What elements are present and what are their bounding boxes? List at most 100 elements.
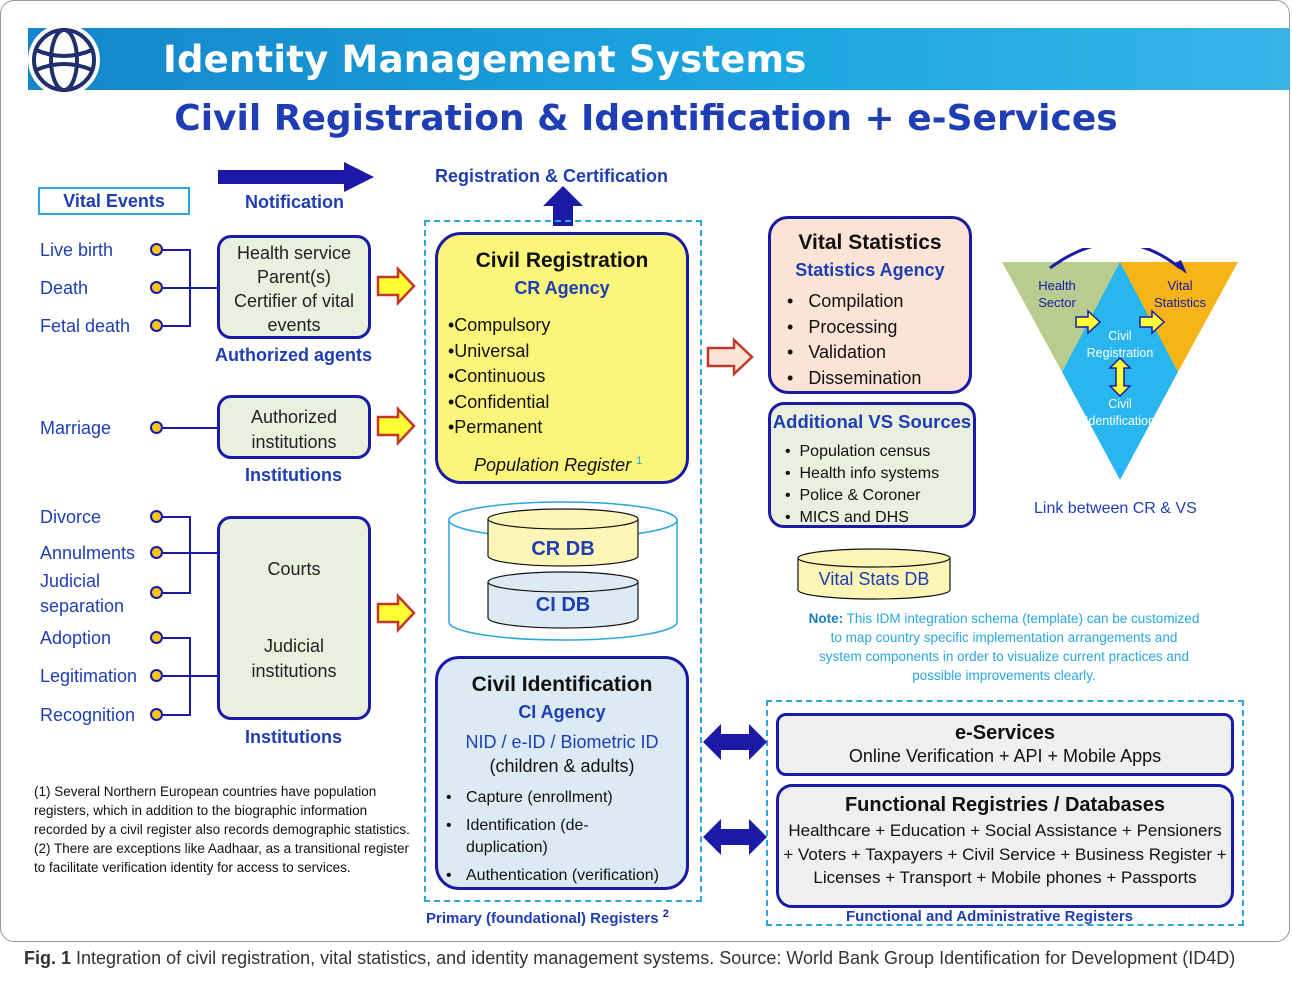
event-recognition: Recognition xyxy=(40,705,136,725)
avs-item: • MICS and DHS xyxy=(785,509,909,526)
civil-identification-box: Civil Identification CI Agency NID / e-I… xyxy=(435,656,689,890)
courts-box: Courts Judicial institutions xyxy=(217,516,371,720)
population-register-label: Population Register 1 xyxy=(474,455,642,476)
yellow-arrow-icon xyxy=(376,406,416,446)
connector-dot xyxy=(150,319,163,332)
institutions-line: institutions xyxy=(251,432,337,452)
avs-item-text: Health info systems xyxy=(799,465,940,482)
event-death: Death xyxy=(40,278,89,298)
footnotes: (1) Several Northern European countries … xyxy=(34,782,414,877)
vs-process-text: Validation xyxy=(808,342,887,362)
bidirectional-arrow-icon xyxy=(703,724,767,760)
page-title: Identity Management Systems xyxy=(163,38,807,81)
triangle-civil-identification: Civil Identification xyxy=(1084,397,1156,428)
additional-vs-sources-box: Additional VS Sources • Population censu… xyxy=(768,402,976,528)
agent-certifier: Certifier of vital events xyxy=(233,291,355,335)
cr-attributes-list: •Compulsory •Universal •Continuous •Conf… xyxy=(448,313,550,441)
vital-stats-db-label: Vital Stats DB xyxy=(818,569,930,589)
event-live-birth: Live birth xyxy=(40,240,114,260)
vs-process-text: Processing xyxy=(808,316,898,337)
registries-title: Functional Registries / Databases xyxy=(844,794,1166,816)
ci-function: •Authentication (verification) xyxy=(446,865,682,887)
event-fetal-death: Fetal death xyxy=(40,316,131,336)
vs-process-list: • Compilation • Processing • Validation … xyxy=(787,289,921,391)
functional-registers-caption: Functional and Administrative Registers xyxy=(846,908,1133,925)
institutions-caption: Institutions xyxy=(245,465,342,485)
up-arrow-icon xyxy=(543,186,583,226)
database-cylinder-icon xyxy=(448,501,678,641)
yellow-arrow-icon xyxy=(376,266,416,306)
ci-function-text: Authentication (verification) xyxy=(466,867,659,884)
authorized-agents-box: Health service Parent(s) Certifier of vi… xyxy=(217,235,371,339)
vs-process: • Dissemination xyxy=(787,367,922,388)
event-annulments: Annulments xyxy=(40,543,136,563)
cr-attribute: •Continuous xyxy=(448,366,546,386)
e-services-text: Online Verification + API + Mobile Apps xyxy=(848,746,1162,766)
connector-line xyxy=(189,637,191,716)
figure-caption: Fig. 1 Integration of civil registration… xyxy=(24,946,1274,970)
avs-item: • Police & Coroner xyxy=(785,487,921,504)
ci-id-types: NID / e-ID / Biometric ID xyxy=(465,732,659,752)
vital-events-label: Vital Events xyxy=(38,187,190,215)
avs-item-text: Population census xyxy=(799,443,931,460)
agent-parents: Parent(s) xyxy=(256,267,332,287)
ci-function: •Identification (de-duplication) xyxy=(446,815,682,859)
note-label: Note: xyxy=(808,611,844,626)
functional-registries-box: Functional Registries / Databases Health… xyxy=(776,784,1234,908)
connector-line xyxy=(163,592,190,594)
cr-attribute: •Compulsory xyxy=(448,315,551,335)
ci-function-text: Capture (enrollment) xyxy=(466,789,613,806)
civil-registration-box: Civil Registration CR Agency •Compulsory… xyxy=(435,232,689,484)
triangle-civil-registration: Civil Registration xyxy=(1086,329,1154,360)
connector-line xyxy=(163,714,190,716)
primary-registers-text: Primary (foundational) Registers xyxy=(426,910,659,927)
connector-dot xyxy=(150,243,163,256)
ci-db-label: CI DB xyxy=(535,594,591,616)
vs-process: • Validation xyxy=(787,342,887,362)
e-services-box: e-Services Online Verification + API + M… xyxy=(776,713,1234,776)
footnote-ref: 2 xyxy=(662,908,669,920)
avs-title: Additional VS Sources xyxy=(772,411,972,432)
authorized-institutions-box: Authorized institutions xyxy=(217,395,371,459)
institutions-line: Authorized xyxy=(250,407,338,427)
figure-caption-text: Integration of civil registration, vital… xyxy=(71,948,1236,968)
connector-dot xyxy=(150,281,163,294)
cr-agency: CR Agency xyxy=(514,278,610,298)
vital-statistics-box: Vital Statistics Statistics Agency • Com… xyxy=(768,216,972,394)
vs-title: Vital Statistics xyxy=(798,231,942,254)
vs-agency: Statistics Agency xyxy=(795,260,945,280)
population-register-text: Population Register xyxy=(474,455,632,475)
vs-process-text: Dissemination xyxy=(808,367,922,388)
courts-label: Courts xyxy=(267,559,321,579)
vs-process-text: Compilation xyxy=(808,291,904,311)
ci-title: Civil Identification xyxy=(471,673,653,696)
e-services-title: e-Services xyxy=(954,722,1056,744)
connector-dot xyxy=(150,631,163,644)
judicial-institutions-label: Judicial institutions xyxy=(251,636,337,681)
yellow-arrow-icon xyxy=(376,593,416,633)
ci-function: •Capture (enrollment) xyxy=(446,787,682,809)
cr-attribute: •Permanent xyxy=(448,417,543,437)
connector-line xyxy=(189,516,191,594)
notification-label: Notification xyxy=(245,192,344,212)
footnote-ref: 1 xyxy=(636,455,643,467)
vital-stats-db-icon xyxy=(797,548,951,600)
ci-functions-list: •Capture (enrollment) •Identification (d… xyxy=(446,787,682,887)
triangle-vital-statistics: Vital Statistics xyxy=(1153,278,1206,310)
note-text: This IDM integration schema (template) c… xyxy=(819,611,1200,683)
connector-dot xyxy=(150,586,163,599)
connector-dot xyxy=(150,546,163,559)
figure-label: Fig. 1 xyxy=(24,948,72,968)
cr-db-label: CR DB xyxy=(531,538,595,560)
avs-item: • Health info systems xyxy=(785,465,940,482)
red-arrow-icon xyxy=(706,337,754,377)
cr-attribute: •Confidential xyxy=(448,391,550,412)
event-adoption: Adoption xyxy=(40,628,112,648)
primary-registers-container xyxy=(424,220,702,902)
footnote-1: (1) Several Northern European countries … xyxy=(34,784,410,837)
footnote-2: (2) There are exceptions like Aadhaar, a… xyxy=(34,841,409,875)
header-banner xyxy=(28,28,1290,90)
connector-line xyxy=(163,516,190,518)
connector-line xyxy=(163,427,217,429)
triangle-health-sector: Health Sector xyxy=(1038,278,1076,310)
